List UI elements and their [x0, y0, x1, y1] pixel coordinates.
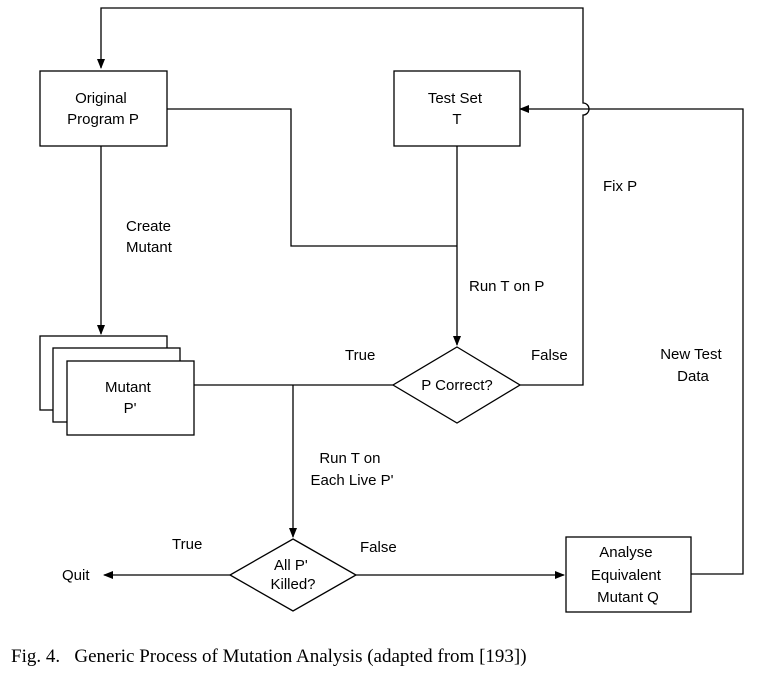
- figure-caption: Fig. 4. Generic Process of Mutation Anal…: [11, 646, 527, 668]
- caption-label: Fig. 4.: [11, 646, 61, 667]
- true-killed-label: True: [172, 536, 202, 553]
- mutation-analysis-flowchart: Original Program P Test Set T Mutant P' …: [39, 7, 744, 613]
- mutant-label: Mutant P': [105, 379, 155, 417]
- mutant-node: Mutant P': [39, 335, 195, 436]
- fix-p-label: Fix P: [603, 178, 637, 195]
- p-correct-label: P Correct?: [421, 377, 492, 394]
- edge-program-to-junction: [167, 108, 457, 247]
- all-killed-decision: All P' Killed?: [228, 538, 358, 612]
- original-program-label: Original Program P: [67, 90, 139, 128]
- analyse-node: Analyse Equivalent Mutant Q: [565, 536, 692, 613]
- analyse-label: Analyse Equivalent Mutant Q: [591, 544, 665, 606]
- original-program-node: Original Program P: [39, 70, 168, 147]
- new-test-data-label: New Test Data: [660, 346, 726, 385]
- p-correct-decision: P Correct?: [391, 346, 522, 424]
- quit-label: Quit: [62, 567, 90, 584]
- run-t-each-label: Run T on Each Live P': [311, 450, 394, 489]
- create-mutant-label: Create Mutant: [126, 218, 175, 256]
- test-set-node: Test Set T: [393, 70, 521, 147]
- caption-text: Generic Process of Mutation Analysis (ad…: [74, 646, 527, 667]
- true-correct-label: True: [345, 347, 375, 364]
- run-t-on-p-label: Run T on P: [469, 278, 544, 295]
- false-correct-label: False: [531, 347, 568, 364]
- all-killed-label: All P' Killed?: [270, 557, 315, 593]
- connectors: [97, 7, 744, 579]
- test-set-label: Test Set T: [428, 90, 486, 128]
- false-killed-label: False: [360, 539, 397, 556]
- edge-fixp-loop: [97, 7, 590, 386]
- mutant-stack-front: [66, 360, 195, 436]
- edge-new-test-data: [519, 105, 744, 575]
